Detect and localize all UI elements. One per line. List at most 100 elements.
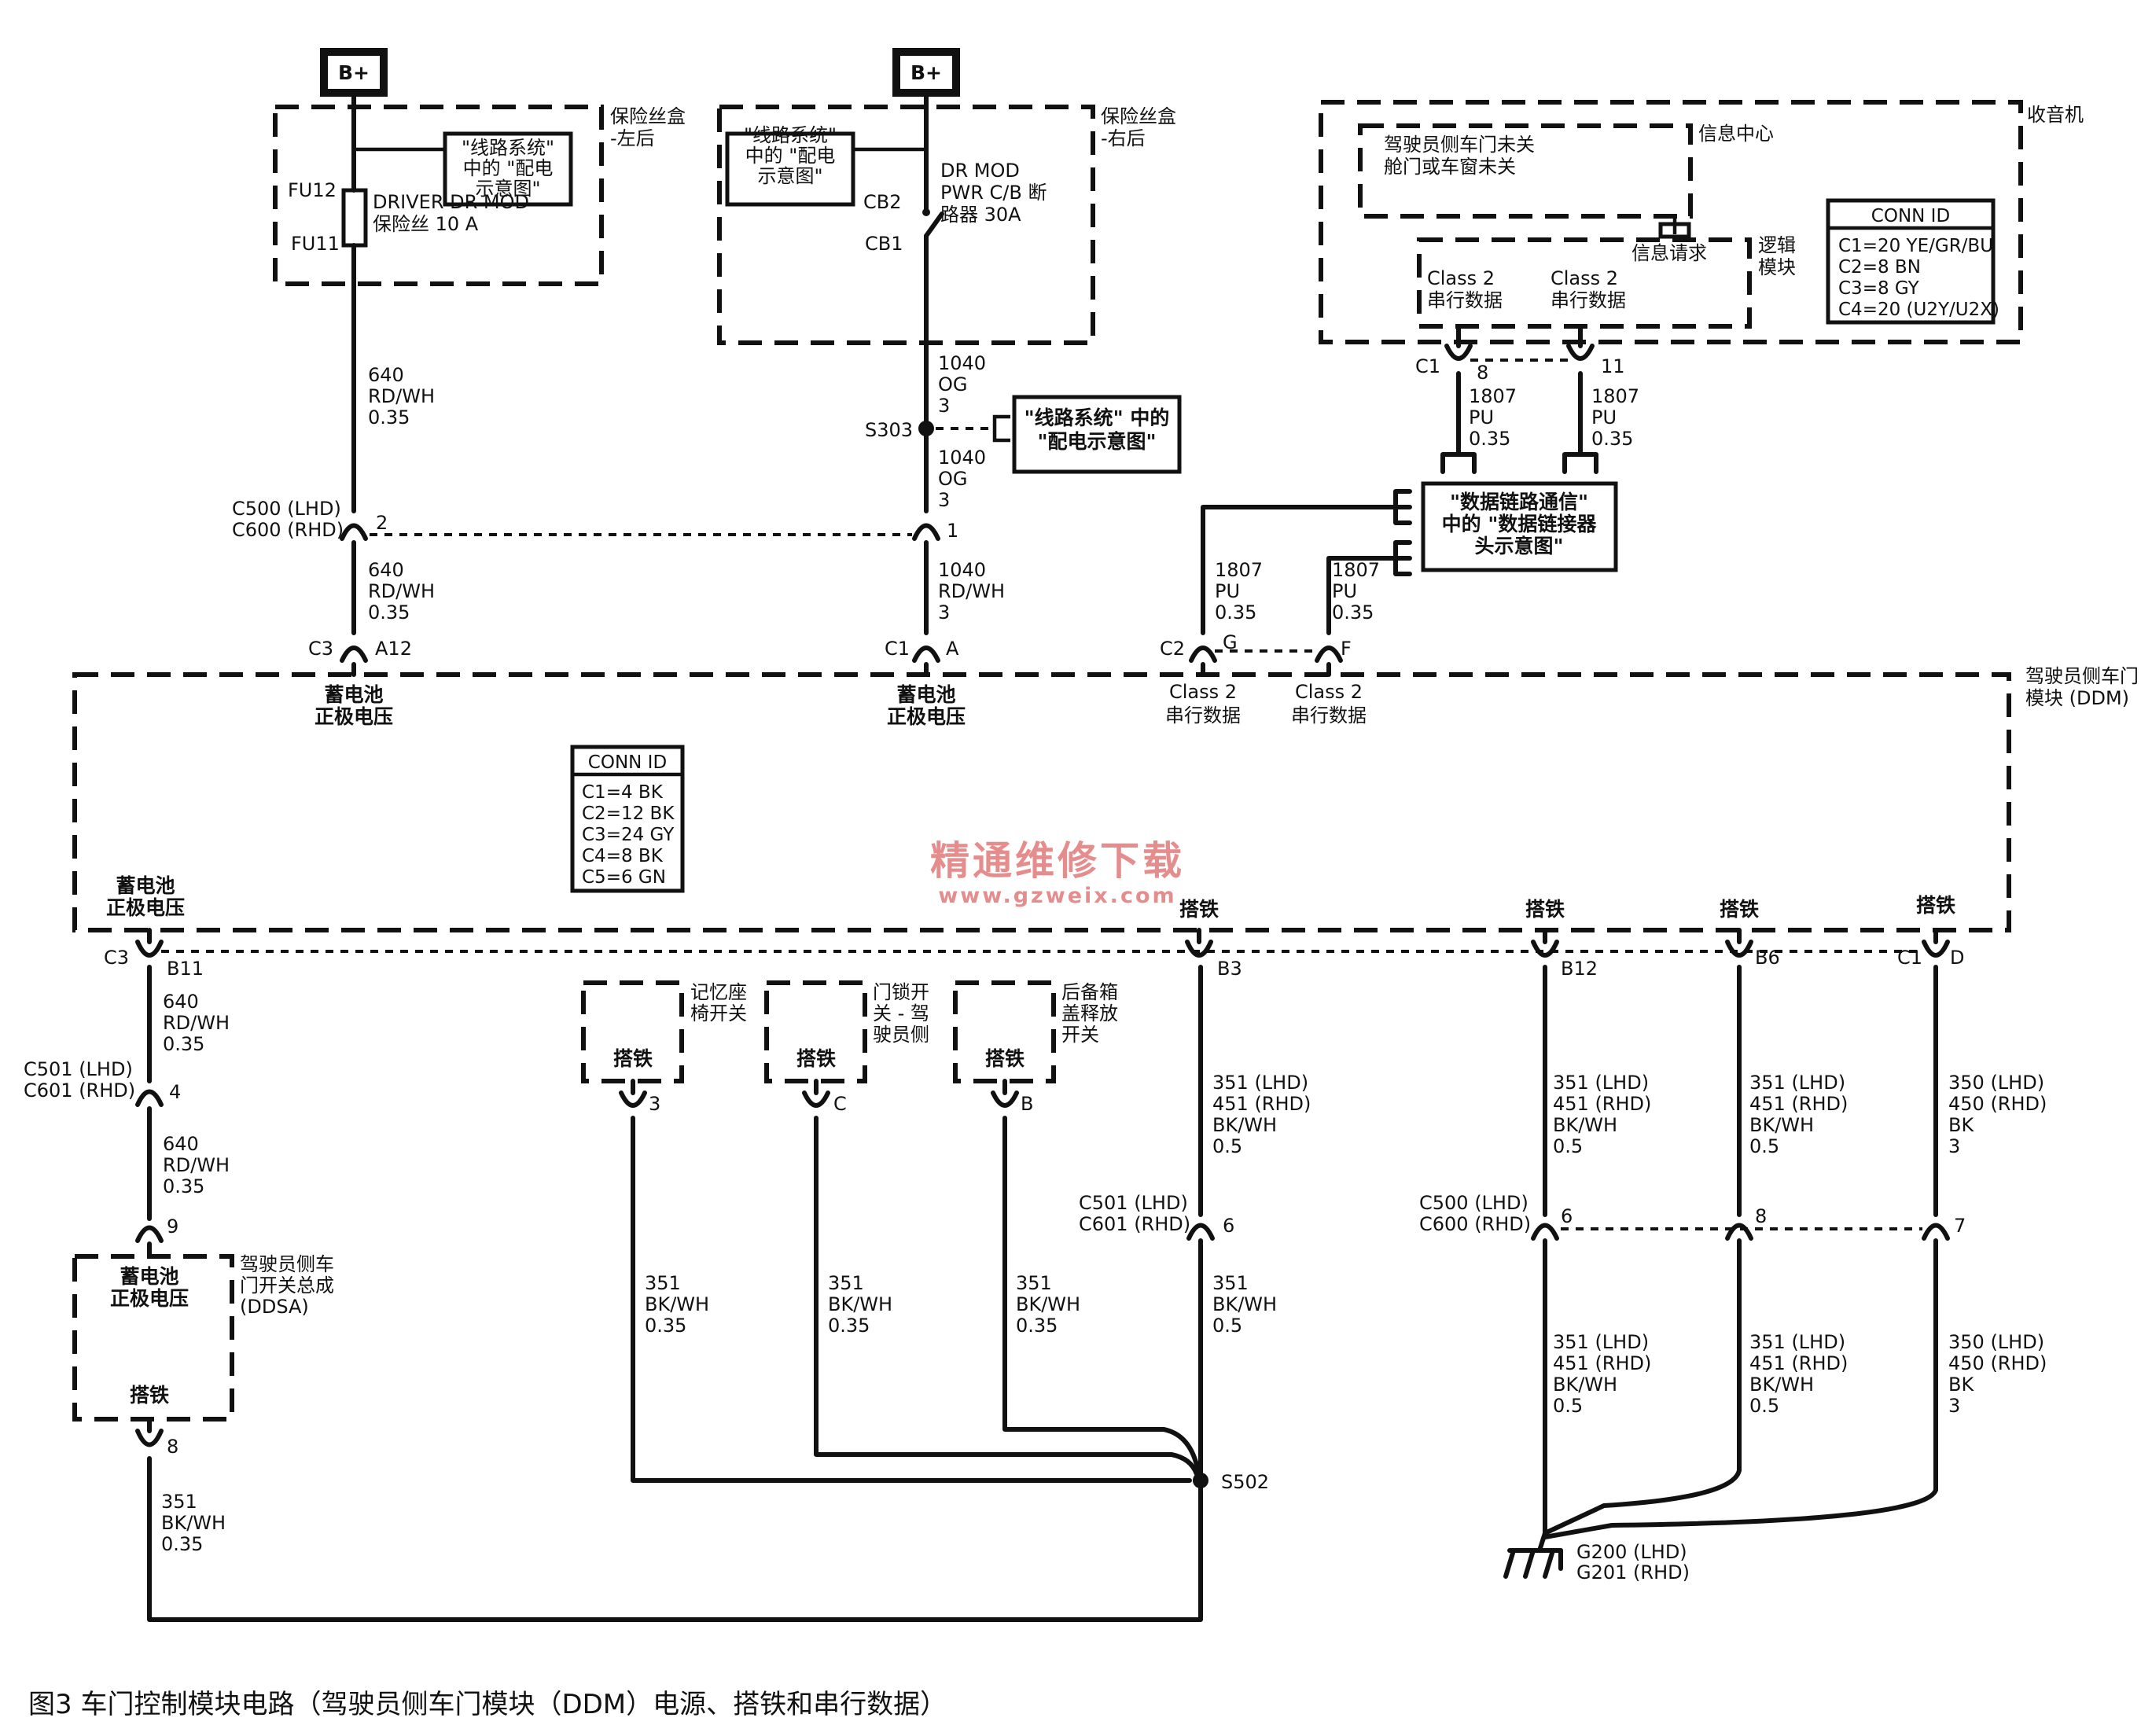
svg-text:451 (RHD): 451 (RHD) bbox=[1553, 1352, 1651, 1374]
svg-text:0.35: 0.35 bbox=[1016, 1315, 1058, 1337]
splice-s303: S303 "线路系统" 中的 "配电示意图" bbox=[865, 395, 1182, 474]
svg-text:7: 7 bbox=[1954, 1215, 1966, 1237]
svg-text:C1: C1 bbox=[885, 638, 910, 660]
svg-text:C3=8 GY: C3=8 GY bbox=[1838, 278, 1920, 299]
fuse-block-left: 保险丝盒 -左后 "线路系统" 中的 "配电 示意图" FU12 FU11 DR… bbox=[273, 105, 686, 286]
svg-text:BK/WH: BK/WH bbox=[828, 1293, 892, 1315]
svg-text:351: 351 bbox=[1212, 1272, 1249, 1294]
svg-text:0.35: 0.35 bbox=[163, 1175, 204, 1197]
battery-source-right: B+ bbox=[892, 48, 960, 97]
svg-text:盖释放: 盖释放 bbox=[1061, 1002, 1118, 1024]
svg-text:351: 351 bbox=[1016, 1272, 1052, 1294]
svg-text:3: 3 bbox=[1948, 1395, 1960, 1417]
svg-text:中的 "数据链接器: 中的 "数据链接器 bbox=[1442, 513, 1598, 535]
svg-text:1807: 1807 bbox=[1591, 385, 1639, 407]
ddm-connector-c2: C2 G F Class 2 串行数据 Class 2 串行数据 bbox=[1160, 631, 1367, 726]
svg-text:B3: B3 bbox=[1217, 958, 1242, 980]
svg-text:C1=20 YE/GR/BU: C1=20 YE/GR/BU bbox=[1838, 236, 1993, 256]
svg-text:0.35: 0.35 bbox=[1469, 428, 1510, 450]
svg-text:Class 2: Class 2 bbox=[1169, 681, 1237, 703]
svg-text:模块 (DDM): 模块 (DDM) bbox=[2025, 687, 2129, 709]
svg-text:FU11: FU11 bbox=[291, 233, 340, 255]
svg-text:逻辑: 逻辑 bbox=[1758, 234, 1796, 256]
svg-text:搭铁: 搭铁 bbox=[1525, 898, 1565, 921]
svg-text:451 (RHD): 451 (RHD) bbox=[1749, 1093, 1848, 1115]
svg-text:正极电压: 正极电压 bbox=[887, 705, 966, 728]
door-lock-switch: 门锁开 关 - 驾 驶员侧 搭铁 C 351 BK/WH 0.35 bbox=[764, 980, 1199, 1477]
svg-text:信息请求: 信息请求 bbox=[1631, 242, 1707, 264]
svg-text:BK: BK bbox=[1948, 1374, 1974, 1396]
svg-text:BK/WH: BK/WH bbox=[1749, 1114, 1814, 1136]
svg-text:CONN ID: CONN ID bbox=[588, 752, 667, 773]
svg-text:CB1: CB1 bbox=[865, 233, 903, 255]
svg-text:C2=12 BK: C2=12 BK bbox=[582, 804, 675, 824]
svg-text:收音机: 收音机 bbox=[2027, 104, 2084, 126]
svg-text:C600 (RHD): C600 (RHD) bbox=[232, 519, 344, 541]
svg-text:451 (RHD): 451 (RHD) bbox=[1212, 1093, 1311, 1115]
svg-text:1: 1 bbox=[947, 520, 958, 542]
svg-text:0.35: 0.35 bbox=[645, 1315, 686, 1337]
svg-text:搭铁: 搭铁 bbox=[796, 1047, 836, 1070]
svg-text:示意图": 示意图" bbox=[757, 165, 822, 187]
svg-text:-右后: -右后 bbox=[1101, 127, 1146, 149]
wires-ground-right: C500 (LHD) C600 (RHD) 6 8 7 351 (LHD) 45… bbox=[1419, 965, 2047, 1553]
svg-text:450 (RHD): 450 (RHD) bbox=[1948, 1352, 2047, 1374]
svg-text:640: 640 bbox=[163, 991, 199, 1013]
svg-text:C2: C2 bbox=[1160, 638, 1185, 660]
svg-text:6: 6 bbox=[1223, 1215, 1234, 1237]
svg-text:保险丝 10 A: 保险丝 10 A bbox=[373, 213, 479, 235]
svg-text:"线路系统": "线路系统" bbox=[462, 137, 554, 159]
svg-text:串行数据: 串行数据 bbox=[1551, 289, 1626, 311]
svg-text:1040: 1040 bbox=[938, 559, 986, 581]
svg-text:串行数据: 串行数据 bbox=[1165, 704, 1241, 726]
ground-icon: G200 (LHD) G201 (RHD) bbox=[1503, 1541, 1690, 1583]
svg-text:PU: PU bbox=[1469, 406, 1494, 428]
wires-top bbox=[351, 90, 1598, 635]
svg-text:C: C bbox=[833, 1093, 847, 1115]
svg-text:正极电压: 正极电压 bbox=[110, 1287, 189, 1310]
svg-text:G: G bbox=[1223, 631, 1238, 653]
svg-text:"配电示意图": "配电示意图" bbox=[1037, 430, 1156, 453]
svg-text:C600 (RHD): C600 (RHD) bbox=[1419, 1213, 1531, 1235]
svg-text:351 (LHD): 351 (LHD) bbox=[1749, 1072, 1845, 1094]
svg-text:正极电压: 正极电压 bbox=[106, 896, 185, 919]
svg-text:0.5: 0.5 bbox=[1749, 1135, 1779, 1157]
svg-text:精通维修下载: 精通维修下载 bbox=[930, 838, 1185, 884]
svg-text:保险丝盒: 保险丝盒 bbox=[610, 105, 686, 127]
svg-text:DRIVER DR MOD: DRIVER DR MOD bbox=[373, 191, 529, 213]
svg-text:S502: S502 bbox=[1221, 1471, 1269, 1493]
svg-text:保险丝盒: 保险丝盒 bbox=[1101, 105, 1176, 127]
svg-text:0.5: 0.5 bbox=[1553, 1135, 1583, 1157]
svg-text:2: 2 bbox=[376, 512, 388, 534]
svg-text:椅开关: 椅开关 bbox=[690, 1002, 747, 1024]
svg-text:F: F bbox=[1341, 638, 1352, 660]
memory-seat-switch: 记忆座 椅开关 搭铁 3 351 BK/WH 0.35 bbox=[581, 980, 1192, 1483]
svg-text:1040: 1040 bbox=[938, 352, 986, 374]
svg-text:D: D bbox=[1950, 947, 1964, 969]
svg-text:BK/WH: BK/WH bbox=[1749, 1374, 1814, 1396]
svg-text:8: 8 bbox=[167, 1436, 178, 1458]
svg-text:模块: 模块 bbox=[1758, 256, 1796, 278]
svg-text:351 (LHD): 351 (LHD) bbox=[1749, 1331, 1845, 1353]
svg-text:C500 (LHD): C500 (LHD) bbox=[1419, 1192, 1528, 1214]
svg-text:PU: PU bbox=[1591, 406, 1617, 428]
svg-text:351 (LHD): 351 (LHD) bbox=[1553, 1072, 1649, 1094]
svg-text:C501 (LHD): C501 (LHD) bbox=[1079, 1192, 1188, 1214]
svg-text:6: 6 bbox=[1561, 1205, 1573, 1227]
svg-text:4: 4 bbox=[169, 1081, 181, 1103]
svg-text:驾驶员侧车门未关: 驾驶员侧车门未关 bbox=[1384, 134, 1535, 156]
svg-text:RD/WH: RD/WH bbox=[163, 1012, 230, 1034]
svg-text:关 - 驾: 关 - 驾 bbox=[873, 1002, 929, 1024]
svg-text:G201 (RHD): G201 (RHD) bbox=[1576, 1561, 1690, 1583]
svg-text:搭铁: 搭铁 bbox=[130, 1384, 169, 1407]
svg-text:驾驶员侧车门: 驾驶员侧车门 bbox=[2025, 665, 2139, 687]
svg-text:RD/WH: RD/WH bbox=[368, 580, 435, 602]
svg-text:BK/WH: BK/WH bbox=[161, 1512, 226, 1534]
svg-text:0.35: 0.35 bbox=[1215, 601, 1256, 623]
svg-text:3: 3 bbox=[649, 1093, 660, 1115]
svg-text:0.5: 0.5 bbox=[1749, 1395, 1779, 1417]
wires-b3-column: 351 (LHD) 451 (RHD) BK/WH 0.5 C501 (LHD)… bbox=[1079, 965, 1311, 1480]
svg-text:A12: A12 bbox=[375, 638, 412, 660]
svg-text:BK/WH: BK/WH bbox=[645, 1293, 709, 1315]
